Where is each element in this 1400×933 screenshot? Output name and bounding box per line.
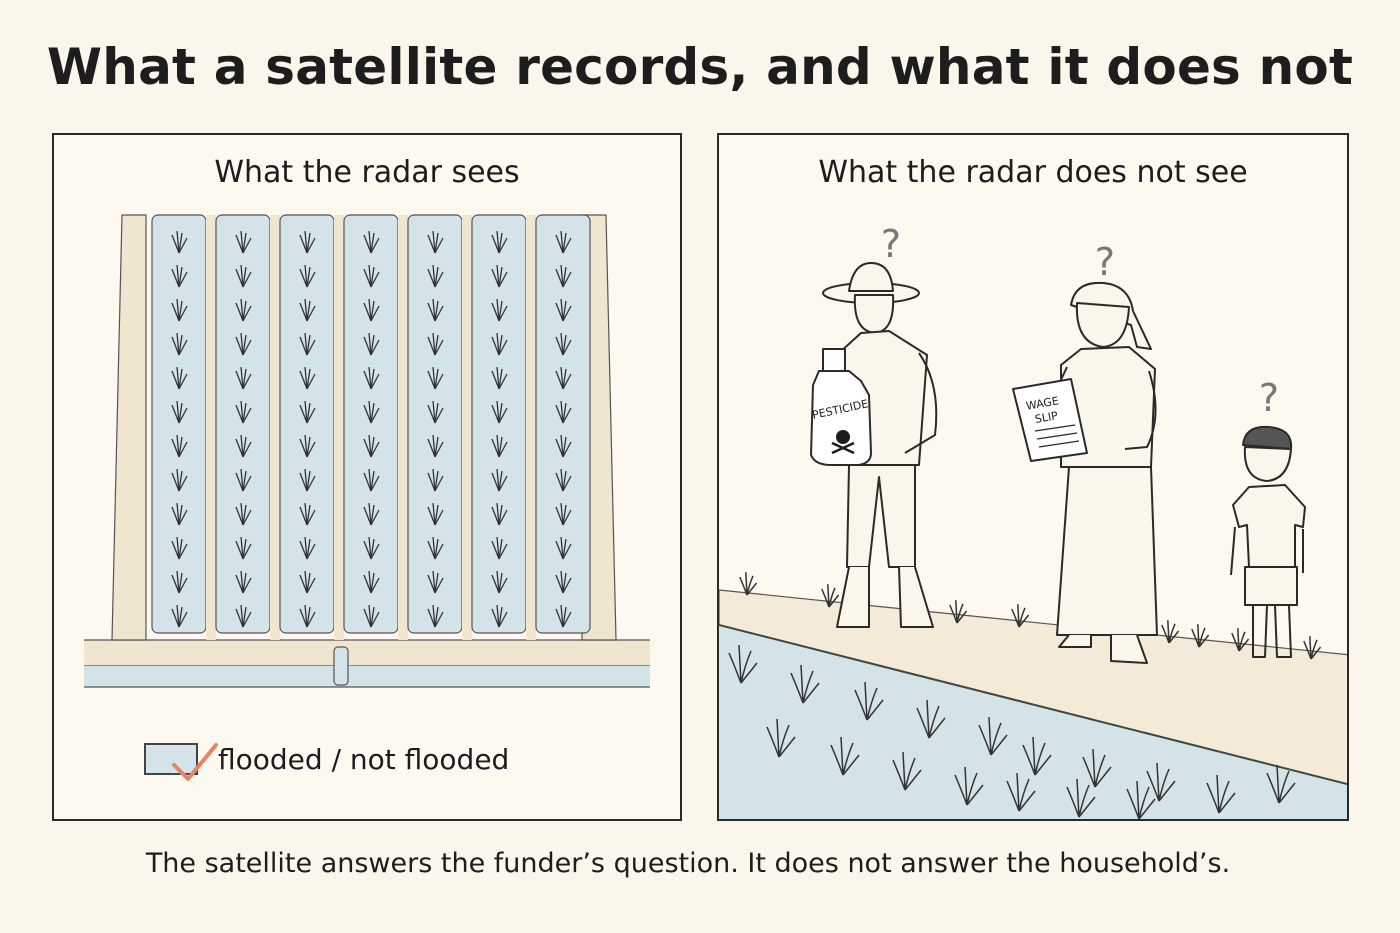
left-outer-bund xyxy=(111,214,147,641)
wage-slip-label-line2: SLIP xyxy=(1034,409,1059,426)
paddy-water xyxy=(719,625,1347,819)
child-figure xyxy=(1230,425,1306,658)
bottom-bund xyxy=(84,640,650,665)
page-title: What a satellite records, and what it do… xyxy=(46,38,1354,96)
radar-not-sees-panel: What the radar does not see xyxy=(717,133,1349,821)
drainage-channel xyxy=(84,665,650,687)
legend-label: flooded / not flooded xyxy=(218,742,510,776)
flooded-field-illustration xyxy=(84,214,650,688)
radar-sees-panel: What the radar sees flooded / not floode… xyxy=(52,133,682,821)
radar-not-sees-heading: What the radar does not see xyxy=(818,155,1248,190)
caption: The satellite answers the funder’s quest… xyxy=(145,848,1231,879)
rice-seedlings xyxy=(728,644,1296,819)
radar-sees-heading: What the radar sees xyxy=(214,155,520,190)
wage-slip-label-line1: WAGE xyxy=(1025,394,1060,413)
farmer-figure xyxy=(810,262,938,628)
legend-swatch xyxy=(144,743,198,775)
woman-figure xyxy=(1012,281,1158,664)
household-illustration: PESTICIDE ? xyxy=(719,222,1347,819)
question-mark-woman: ? xyxy=(1095,240,1115,284)
culvert xyxy=(333,646,349,686)
question-mark-child: ? xyxy=(1259,376,1279,420)
legend: flooded / not flooded xyxy=(144,741,510,781)
checkmark-icon xyxy=(172,743,218,781)
skull-icon xyxy=(831,430,855,455)
grass-tufts xyxy=(739,572,1322,660)
flooded-strips xyxy=(151,214,591,640)
question-mark-farmer: ? xyxy=(881,222,901,266)
